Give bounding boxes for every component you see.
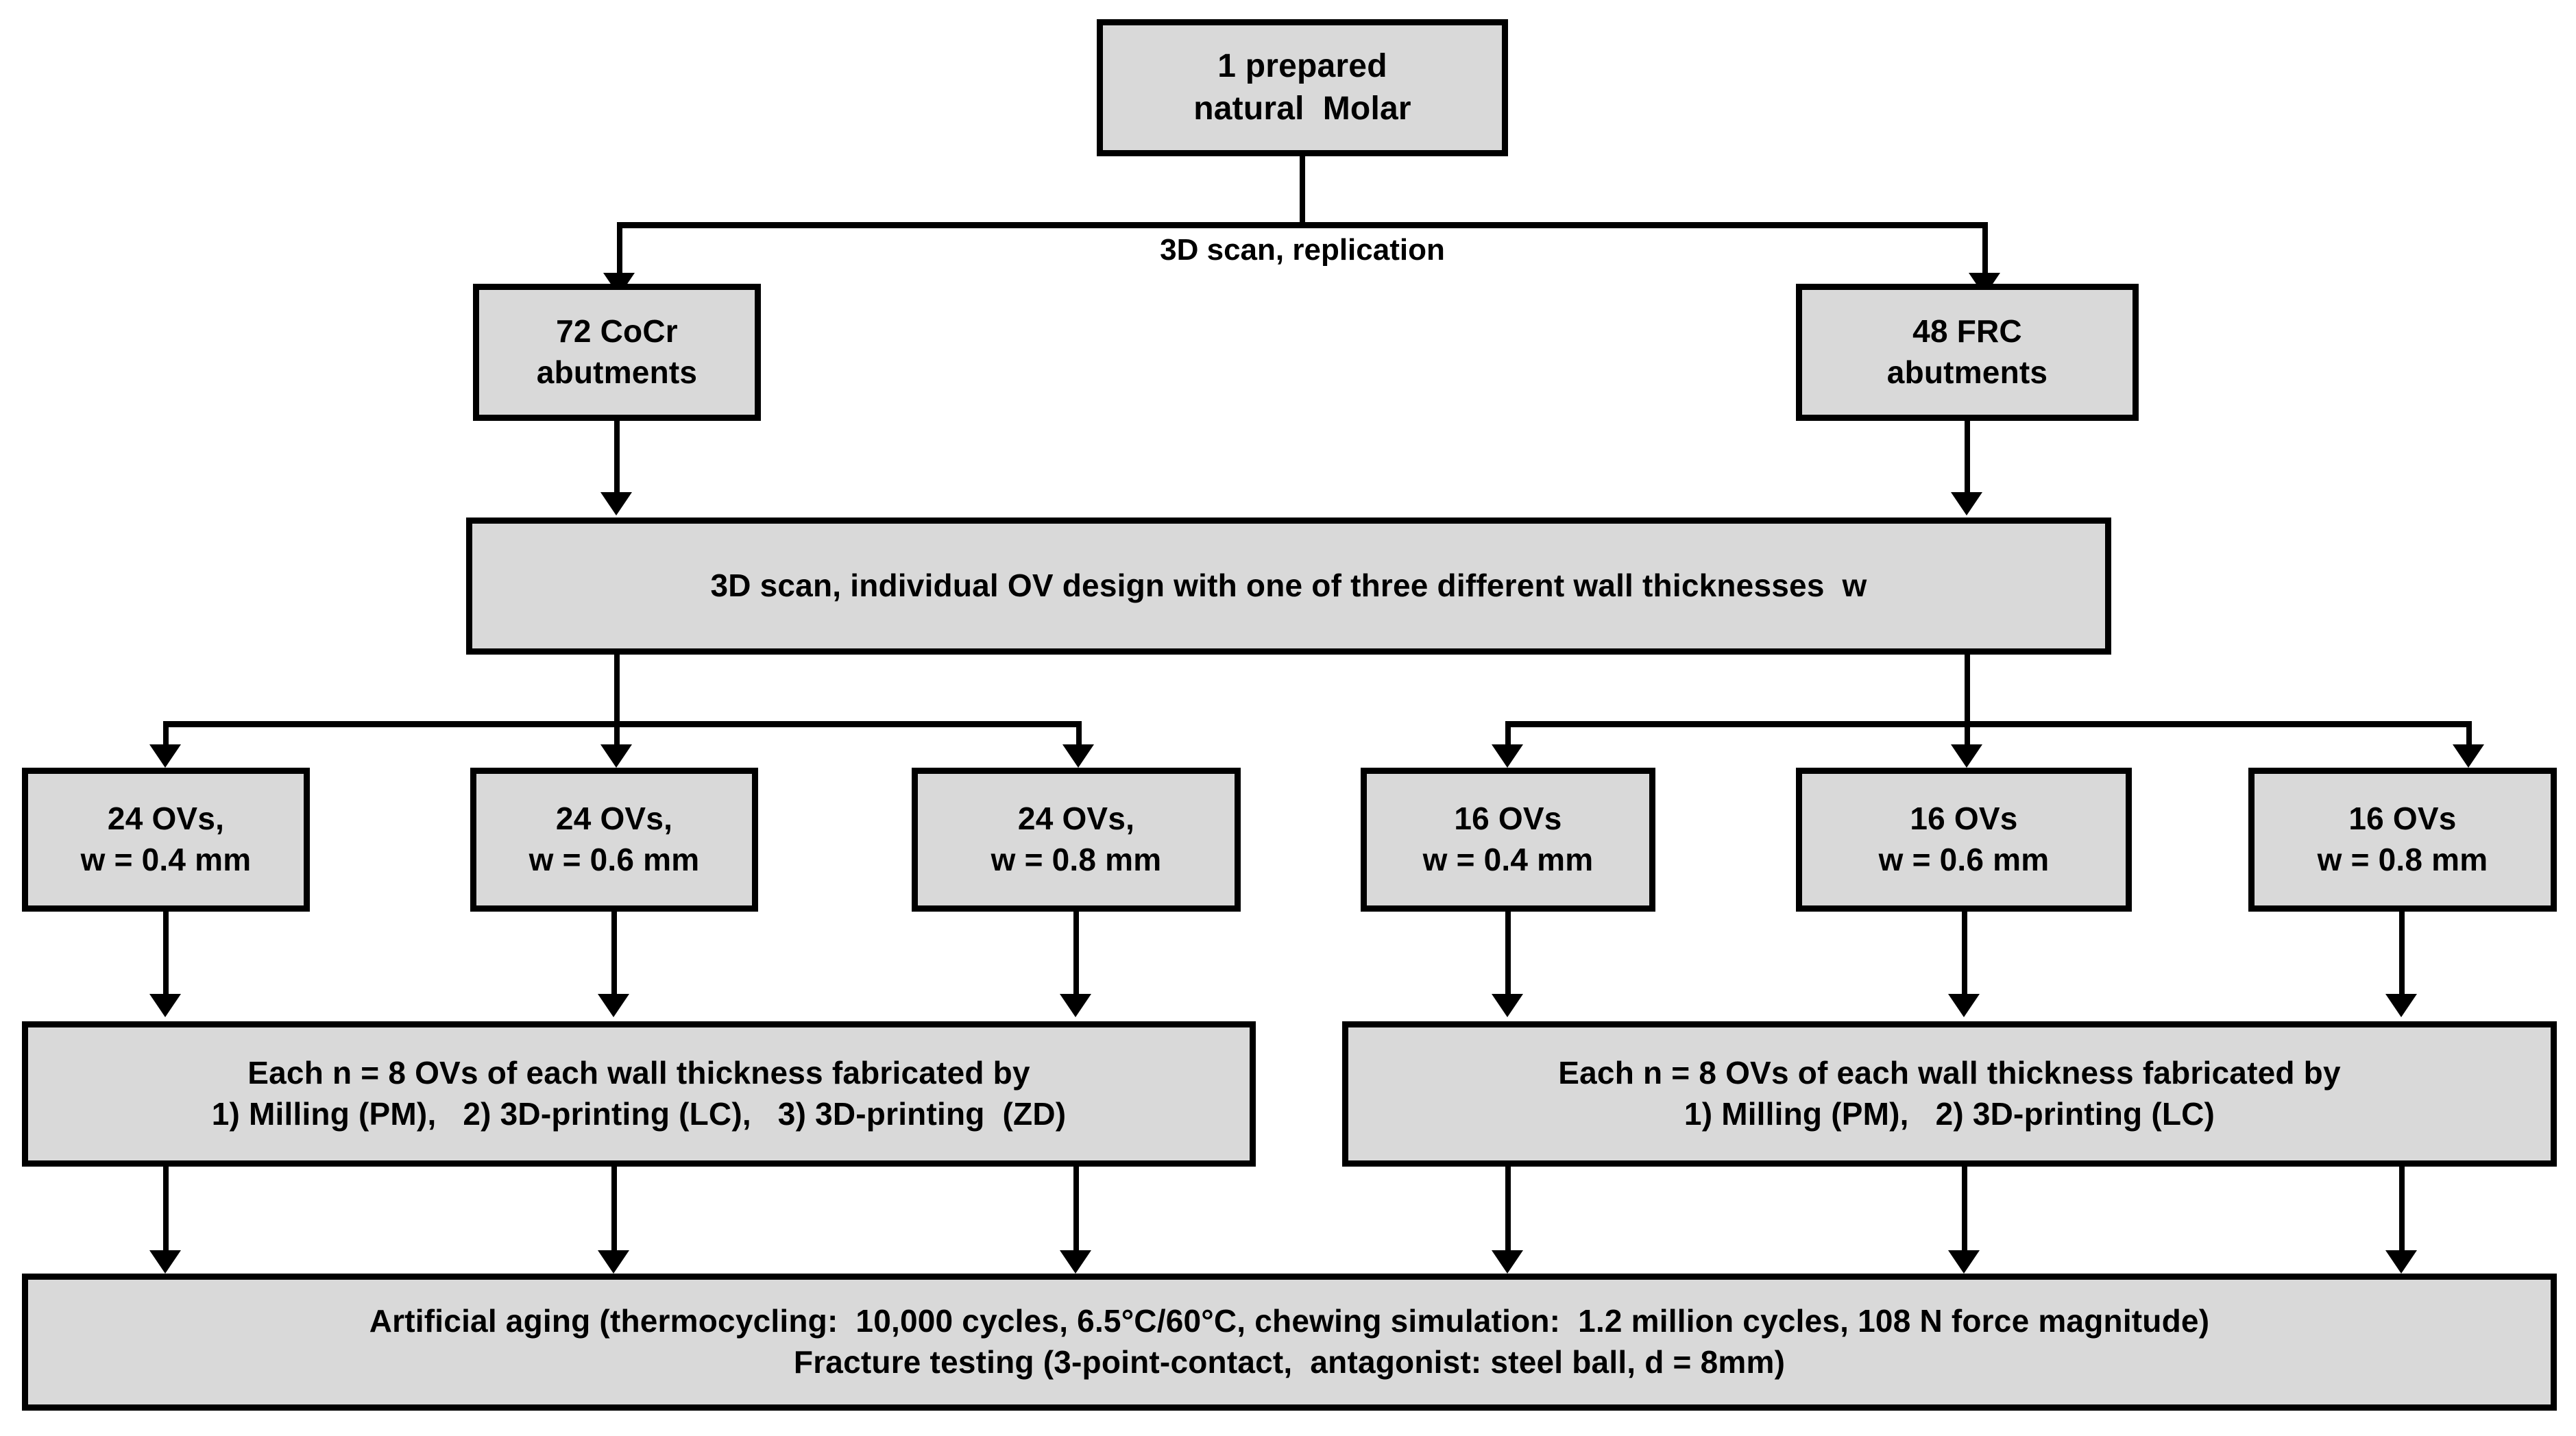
node-fabrication-right-line1: Each n = 8 OVs of each wall thickness fa… bbox=[1558, 1055, 2341, 1091]
node-aging-and-fracture-testing-line1: Artificial aging (thermocycling: 10,000 … bbox=[369, 1303, 2210, 1339]
connector-fabr3-to-testing bbox=[2399, 1167, 2405, 1253]
connector-design-left-stem bbox=[614, 655, 620, 727]
connector-fabl2-to-testing bbox=[611, 1167, 617, 1253]
node-ov-group-right-2: 16 OVs w = 0.6 mm bbox=[1796, 768, 2132, 912]
arrowhead-ovl1-to-fabrication bbox=[149, 994, 181, 1017]
node-ov-group-left-1-line2: w = 0.4 mm bbox=[80, 842, 252, 877]
arrowhead-fabr3-to-testing bbox=[2385, 1250, 2417, 1274]
arrowhead-cocr-to-design bbox=[600, 492, 632, 515]
node-prepared-molar: 1 prepared natural Molar bbox=[1097, 19, 1508, 156]
node-ov-group-right-1: 16 OVs w = 0.4 mm bbox=[1361, 768, 1655, 912]
arrowhead-ovr3-to-fabrication bbox=[2385, 994, 2417, 1017]
node-ov-design-step: 3D scan, individual OV design with one o… bbox=[466, 518, 2111, 655]
connector-ovr3-to-fabrication bbox=[2399, 912, 2405, 997]
connector-ovr1-to-fabrication bbox=[1505, 912, 1511, 997]
arrowhead-ovl3-to-fabrication bbox=[1060, 994, 1091, 1017]
node-ov-group-right-2-line2: w = 0.6 mm bbox=[1878, 842, 2050, 877]
connector-left-to-ov3 bbox=[1076, 721, 1082, 749]
arrowhead-fabl2-to-testing bbox=[598, 1250, 629, 1274]
connector-right-to-ov3 bbox=[2466, 721, 2472, 749]
connector-ovl2-to-fabrication bbox=[611, 912, 617, 997]
node-fabrication-right-line2: 1) Milling (PM), 2) 3D-printing (LC) bbox=[1684, 1096, 2215, 1132]
arrowhead-fabr1-to-testing bbox=[1492, 1250, 1523, 1274]
node-ov-group-left-3-line2: w = 0.8 mm bbox=[991, 842, 1162, 877]
arrowhead-ovr2-to-fabrication bbox=[1948, 994, 1980, 1017]
connector-root-to-cocr bbox=[617, 222, 622, 291]
edge-label-scan-replication: 3D scan, replication bbox=[1160, 233, 1445, 267]
node-ov-group-left-1-line1: 24 OVs, bbox=[107, 801, 225, 837]
arrowhead-right-to-ov1 bbox=[1492, 744, 1523, 768]
node-frc-abutments-line1: 48 FRC bbox=[1912, 313, 2022, 350]
node-ov-group-left-3: 24 OVs, w = 0.8 mm bbox=[912, 768, 1241, 912]
connector-frc-to-design bbox=[1965, 421, 1970, 495]
node-ov-group-left-2-line1: 24 OVs, bbox=[555, 801, 673, 837]
node-cocr-abutments-line2: abutments bbox=[536, 354, 698, 390]
connector-left-to-ov2 bbox=[614, 721, 620, 749]
node-prepared-molar-line2: natural Molar bbox=[1193, 90, 1411, 127]
node-ov-group-left-2-line2: w = 0.6 mm bbox=[528, 842, 700, 877]
connector-design-right-stem bbox=[1965, 655, 1970, 727]
arrowhead-right-to-ov3 bbox=[2453, 744, 2484, 768]
connector-root-split-bar bbox=[617, 222, 1988, 228]
connector-left-split-bar bbox=[163, 721, 1082, 727]
connector-fabl3-to-testing bbox=[1073, 1167, 1079, 1253]
node-ov-group-right-3-line1: 16 OVs bbox=[2348, 801, 2457, 837]
arrowhead-fabl1-to-testing bbox=[149, 1250, 181, 1274]
node-ov-design-step-text: 3D scan, individual OV design with one o… bbox=[710, 568, 1867, 604]
node-ov-group-right-3: 16 OVs w = 0.8 mm bbox=[2248, 768, 2557, 912]
connector-right-to-ov2 bbox=[1965, 721, 1970, 749]
node-ov-group-left-3-line1: 24 OVs, bbox=[1017, 801, 1135, 837]
connector-ovl1-to-fabrication bbox=[163, 912, 169, 997]
arrowhead-left-to-ov2 bbox=[600, 744, 632, 768]
node-aging-and-fracture-testing-line2: Fracture testing (3-point-contact, antag… bbox=[793, 1344, 1786, 1380]
node-ov-group-right-3-line2: w = 0.8 mm bbox=[2317, 842, 2488, 877]
node-ov-group-left-1: 24 OVs, w = 0.4 mm bbox=[22, 768, 310, 912]
connector-cocr-to-design bbox=[614, 421, 620, 495]
arrowhead-fabl3-to-testing bbox=[1060, 1250, 1091, 1274]
connector-fabr1-to-testing bbox=[1505, 1167, 1511, 1253]
node-fabrication-right: Each n = 8 OVs of each wall thickness fa… bbox=[1342, 1021, 2557, 1167]
connector-fabr2-to-testing bbox=[1962, 1167, 1967, 1253]
arrowhead-ovl2-to-fabrication bbox=[598, 994, 629, 1017]
node-prepared-molar-line1: 1 prepared bbox=[1217, 47, 1387, 84]
node-fabrication-left-line2: 1) Milling (PM), 2) 3D-printing (LC), 3)… bbox=[211, 1096, 1067, 1132]
arrowhead-fabr2-to-testing bbox=[1948, 1250, 1980, 1274]
connector-left-to-ov1 bbox=[163, 721, 169, 749]
arrowhead-left-to-ov1 bbox=[149, 744, 181, 768]
arrowhead-right-to-ov2 bbox=[1951, 744, 1982, 768]
node-cocr-abutments: 72 CoCr abutments bbox=[473, 284, 761, 421]
arrowhead-ovr1-to-fabrication bbox=[1492, 994, 1523, 1017]
connector-root-to-frc bbox=[1982, 222, 1988, 291]
node-ov-group-right-2-line1: 16 OVs bbox=[1910, 801, 2018, 837]
node-ov-group-left-2: 24 OVs, w = 0.6 mm bbox=[470, 768, 758, 912]
connector-root-stem bbox=[1300, 156, 1305, 225]
arrowhead-left-to-ov3 bbox=[1062, 744, 1094, 768]
node-ov-group-right-1-line1: 16 OVs bbox=[1454, 801, 1562, 837]
connector-right-to-ov1 bbox=[1505, 721, 1511, 749]
node-aging-and-fracture-testing: Artificial aging (thermocycling: 10,000 … bbox=[22, 1274, 2557, 1411]
node-fabrication-left: Each n = 8 OVs of each wall thickness fa… bbox=[22, 1021, 1256, 1167]
arrowhead-frc-to-design bbox=[1951, 492, 1982, 515]
connector-ovl3-to-fabrication bbox=[1073, 912, 1079, 997]
node-fabrication-left-line1: Each n = 8 OVs of each wall thickness fa… bbox=[247, 1055, 1030, 1091]
connector-ovr2-to-fabrication bbox=[1962, 912, 1967, 997]
node-frc-abutments: 48 FRC abutments bbox=[1796, 284, 2139, 421]
node-ov-group-right-1-line2: w = 0.4 mm bbox=[1422, 842, 1594, 877]
connector-right-split-bar bbox=[1505, 721, 2472, 727]
node-frc-abutments-line2: abutments bbox=[1886, 354, 2048, 390]
node-cocr-abutments-line1: 72 CoCr bbox=[556, 313, 678, 350]
connector-fabl1-to-testing bbox=[163, 1167, 169, 1253]
